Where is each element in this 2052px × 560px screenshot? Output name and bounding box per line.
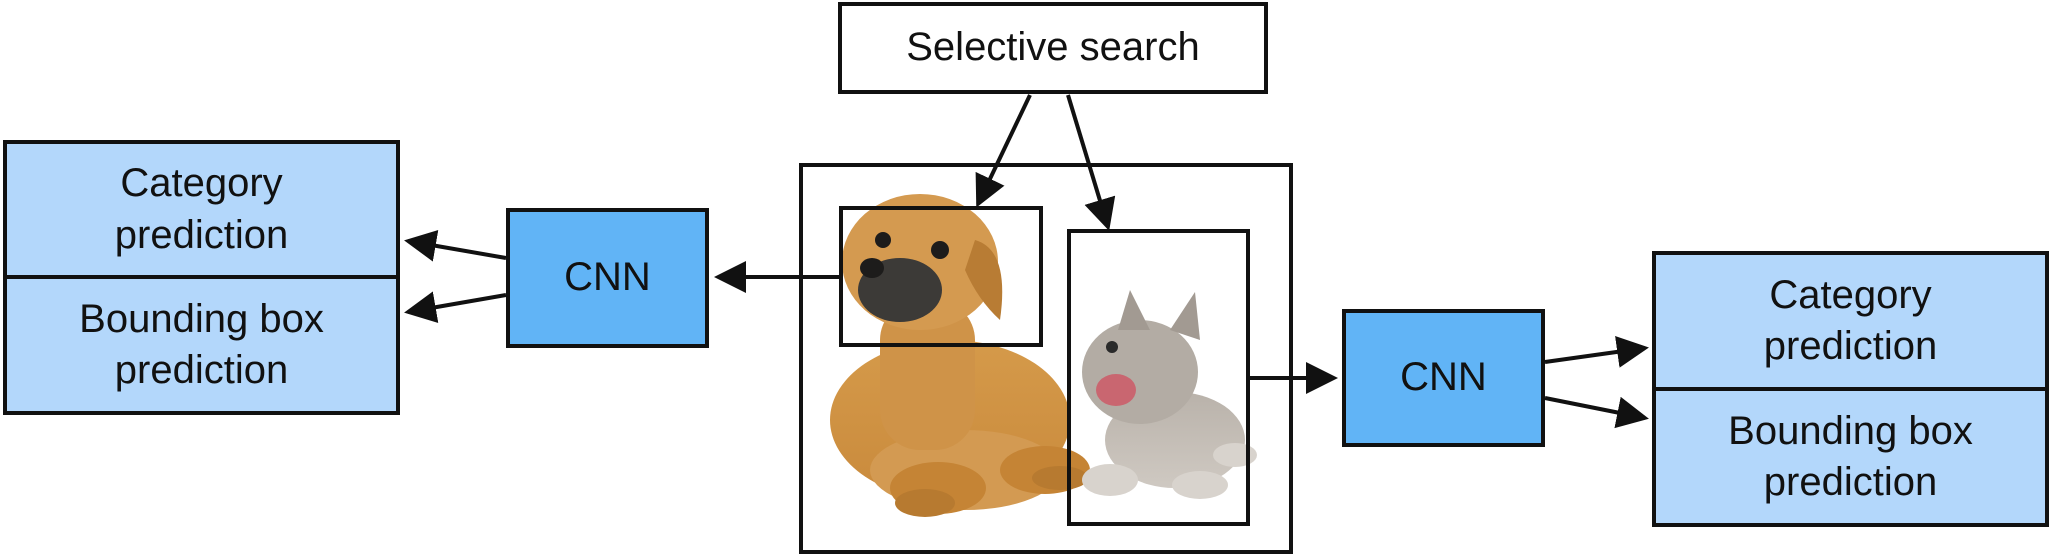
right-bbox-prediction-label: Bounding box prediction [1728, 408, 1973, 504]
arrow-search-to-cat [1066, 94, 1116, 231]
selective-search-label: Selective search [906, 25, 1200, 70]
left-category-prediction-box: Category prediction [3, 140, 400, 279]
arrow-right-cnn-to-category [1544, 336, 1649, 368]
right-category-prediction-label: Category prediction [1763, 272, 1938, 368]
left-cnn-box: CNN [506, 208, 709, 348]
selective-search-box: Selective search [838, 2, 1268, 94]
arrow-left-cnn-to-category [404, 230, 507, 262]
arrow-right-cnn-to-bbox [1544, 396, 1649, 429]
left-cnn-label: CNN [564, 255, 651, 300]
right-cnn-label: CNN [1400, 355, 1487, 400]
right-category-prediction-box: Category prediction [1652, 251, 2049, 391]
right-cnn-box: CNN [1342, 309, 1545, 447]
left-bbox-prediction-box: Bounding box prediction [3, 275, 400, 415]
kitten-illustration [1082, 290, 1257, 499]
arrow-left-cnn-to-bbox [404, 291, 507, 323]
left-category-prediction-label: Category prediction [114, 161, 289, 257]
left-bbox-prediction-label: Bounding box prediction [79, 296, 324, 392]
right-bbox-prediction-box: Bounding box prediction [1652, 387, 2049, 527]
arrow-search-to-dog [975, 94, 1032, 208]
